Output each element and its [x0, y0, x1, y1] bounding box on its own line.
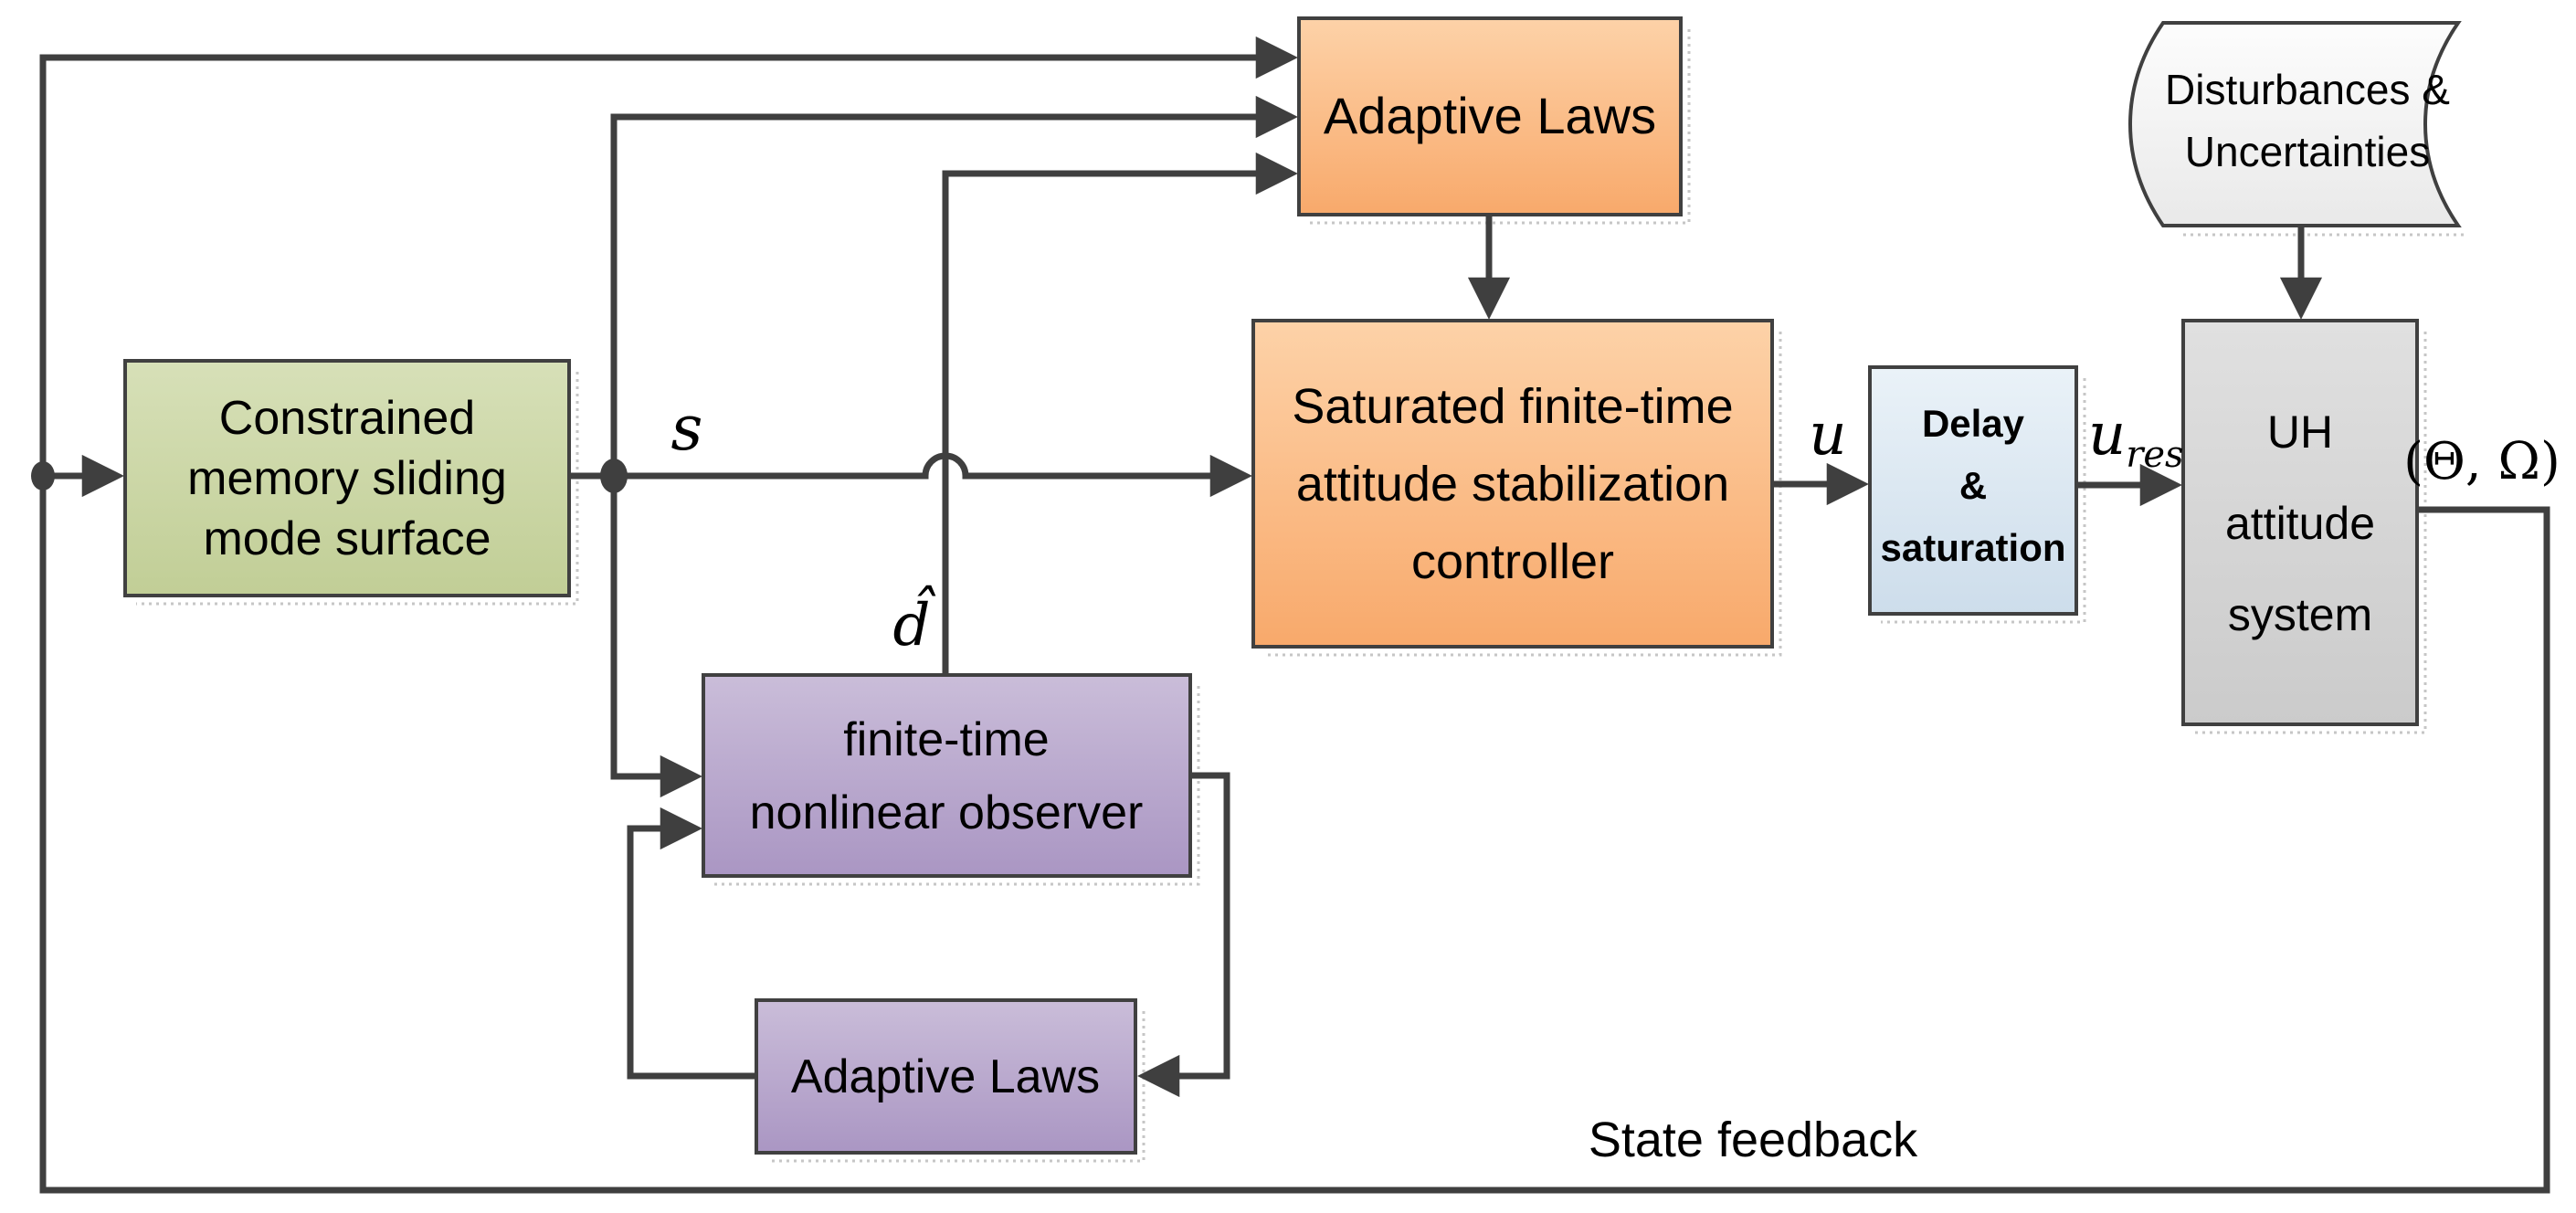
adaptive-laws-top-shadow [1310, 29, 1691, 225]
uh-system-label-line1: UH [2267, 406, 2333, 458]
u-res-base: u [2088, 401, 2126, 469]
state-feedback-loop-wire [39, 36, 2550, 1194]
controller-shadow [1264, 332, 1782, 657]
sliding-surface-label-line1: Constrained [219, 392, 475, 445]
delay-saturation-label-line3: saturation [1880, 526, 2065, 569]
delay-saturation-label-line2: & [1959, 464, 1987, 507]
state-feedback-label: State feedback [1589, 1113, 1918, 1167]
feedback-junction-dot [31, 461, 55, 490]
observer-to-adaptive-laws-wire [1137, 772, 1230, 1098]
observer-shadow [714, 686, 1200, 886]
disturbances-flag-shape [2128, 21, 2462, 227]
adaptive-laws-bottom-label: Adaptive Laws [791, 1050, 1100, 1103]
uh-system-label-line3: system [2228, 589, 2372, 640]
sliding-surface-block [123, 359, 571, 597]
s-to-observer-wire [610, 476, 702, 798]
s-junction-dot [600, 459, 628, 493]
controller-label-line1: Saturated finite-time [1292, 379, 1733, 434]
delay-saturation-label-line1: Delay [1922, 402, 2025, 445]
u-res-signal-label: ures [2088, 401, 2184, 476]
disturbances-label-line2: Uncertainties [2185, 128, 2430, 175]
d-hat-wire [942, 152, 1298, 675]
s-signal-label: s [671, 393, 703, 465]
d-hat-signal-label: d̂ [893, 585, 937, 659]
sliding-surface-shadow [136, 372, 579, 606]
adaptive-laws-to-observer-wire [627, 807, 756, 1080]
adaptive-laws-top-block [1297, 16, 1683, 216]
observer-block [702, 673, 1192, 878]
sliding-surface-label-line3: mode surface [203, 512, 491, 565]
adaptive-laws-bottom-block [755, 998, 1137, 1155]
controller-label-line3: controller [1411, 534, 1614, 589]
delay-saturation-shadow [1881, 378, 2086, 624]
controller-label-line2: attitude stabilization [1296, 457, 1729, 512]
adaptive-laws-top-label: Adaptive Laws [1324, 87, 1656, 144]
delay-saturation-block [1868, 365, 2078, 616]
disturbances-label-line1: Disturbances & [2165, 66, 2450, 113]
uh-system-shadow [2194, 332, 2427, 734]
u-res-subscript: res [2126, 434, 2183, 476]
controller-block [1251, 319, 1774, 649]
uh-system-label-line2: attitude [2225, 498, 2375, 549]
sliding-surface-label-line2: memory sliding [187, 452, 507, 505]
theta-omega-output-label: (Θ, Ω) [2403, 432, 2560, 491]
observer-label-line1: finite-time [843, 713, 1049, 766]
u-signal-label: u [1809, 401, 1846, 469]
s-to-adaptive-laws-wire [610, 95, 1298, 476]
observer-label-line2: nonlinear observer [750, 786, 1144, 839]
uh-system-block [2181, 319, 2419, 726]
